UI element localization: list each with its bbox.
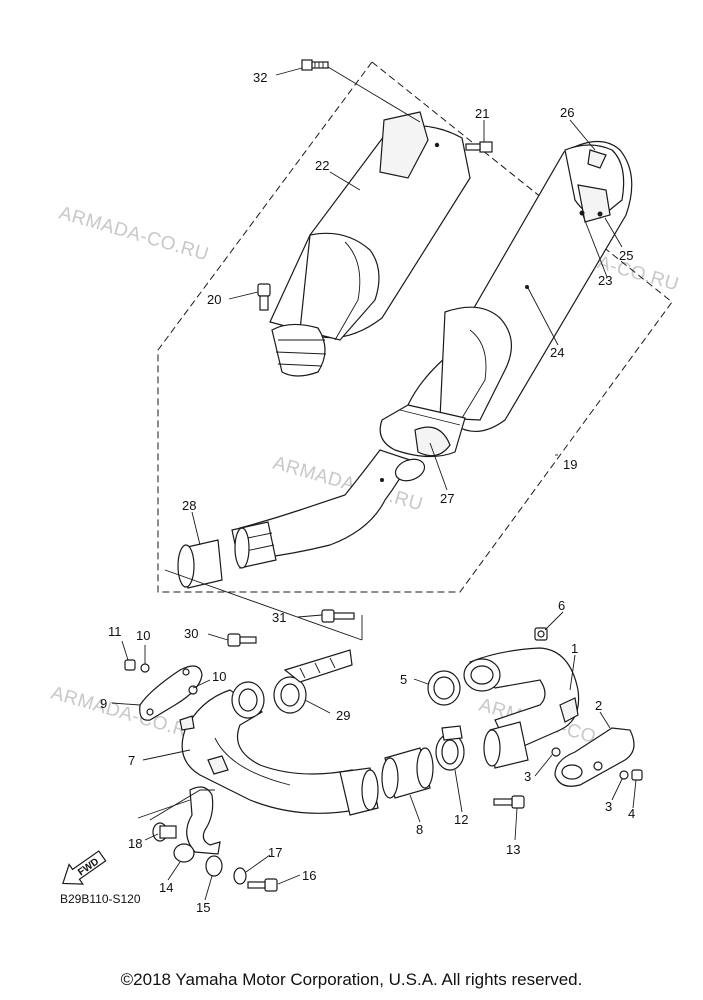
pipe-joint-28 <box>177 539 223 589</box>
callout-30: 30 <box>184 626 198 641</box>
damper-14 <box>173 843 195 863</box>
callout-14: 14 <box>159 880 173 895</box>
callout-17: 17 <box>268 845 282 860</box>
washer-10 <box>188 685 198 695</box>
gasket-5 <box>427 670 461 706</box>
muffler-assembly-outline <box>157 61 673 593</box>
fwd-arrow-icon: FWD <box>62 850 107 885</box>
callout-31: 31 <box>272 610 286 625</box>
bolt-20 <box>257 283 271 311</box>
muffler-protector <box>269 111 471 377</box>
bolt-31 <box>321 609 355 623</box>
bolt-11 <box>124 659 136 671</box>
bolt-21 <box>465 141 493 153</box>
muffler-body <box>231 140 633 569</box>
callout-4: 4 <box>628 806 635 821</box>
leader-lines <box>111 66 637 901</box>
bolt-32 <box>301 59 329 71</box>
callout-23: 23 <box>598 273 612 288</box>
washer-17 <box>233 867 247 885</box>
muffler-end-cap <box>564 144 625 223</box>
callout-18: 18 <box>128 836 142 851</box>
callout-10: 10 <box>212 669 226 684</box>
nut-6 <box>534 627 548 641</box>
protector-9 <box>139 665 203 721</box>
callout-13: 13 <box>506 842 520 857</box>
pipe-joint-8 <box>381 747 434 799</box>
callout-8: 8 <box>416 822 423 837</box>
exhaust-pipe-1 <box>463 647 580 769</box>
protector-2 <box>554 727 635 787</box>
washer-3 <box>551 747 561 757</box>
diagram-code: B29B110-S120 <box>60 892 141 906</box>
callout-32: 32 <box>253 70 267 85</box>
washer-10 <box>140 663 150 673</box>
bolt-30 <box>227 633 257 647</box>
callout-5: 5 <box>400 672 407 687</box>
callout-28: 28 <box>182 498 196 513</box>
watermark: ARMADA-CO.RU <box>57 203 212 266</box>
callout-1: 1 <box>571 641 578 656</box>
clamp-12 <box>435 725 465 771</box>
callout-20: 20 <box>207 292 221 307</box>
bolt-16 <box>247 878 278 892</box>
washer-3 <box>619 770 629 780</box>
callout-19: 19 <box>563 457 577 472</box>
callout-10: 10 <box>136 628 150 643</box>
callout-2: 2 <box>595 698 602 713</box>
callout-3: 3 <box>524 769 531 784</box>
callout-26: 26 <box>560 105 574 120</box>
clamp-29 <box>273 649 353 714</box>
callout-21: 21 <box>475 106 489 121</box>
callout-3: 3 <box>605 799 612 814</box>
callout-27: 27 <box>440 491 454 506</box>
callout-12: 12 <box>454 812 468 827</box>
bolt-4 <box>631 769 643 781</box>
exhaust-pipe-7 <box>179 681 379 816</box>
callout-6: 6 <box>558 598 565 613</box>
bolt-13 <box>493 795 525 809</box>
callout-15: 15 <box>196 900 210 915</box>
collar-15 <box>205 855 223 877</box>
bracket-18 <box>152 786 221 855</box>
callout-29: 29 <box>336 708 350 723</box>
callout-11: 11 <box>108 624 122 639</box>
callout-numbers: 1 2 3 3 4 5 6 7 8 9 10 10 11 12 13 14 15… <box>100 70 635 915</box>
callout-16: 16 <box>302 868 316 883</box>
callout-22: 22 <box>315 158 329 173</box>
callout-7: 7 <box>128 753 135 768</box>
copyright-notice: ©2018 Yamaha Motor Corporation, U.S.A. A… <box>120 970 583 989</box>
callout-25: 25 <box>619 248 633 263</box>
callout-24: 24 <box>550 345 564 360</box>
callout-9: 9 <box>100 696 107 711</box>
